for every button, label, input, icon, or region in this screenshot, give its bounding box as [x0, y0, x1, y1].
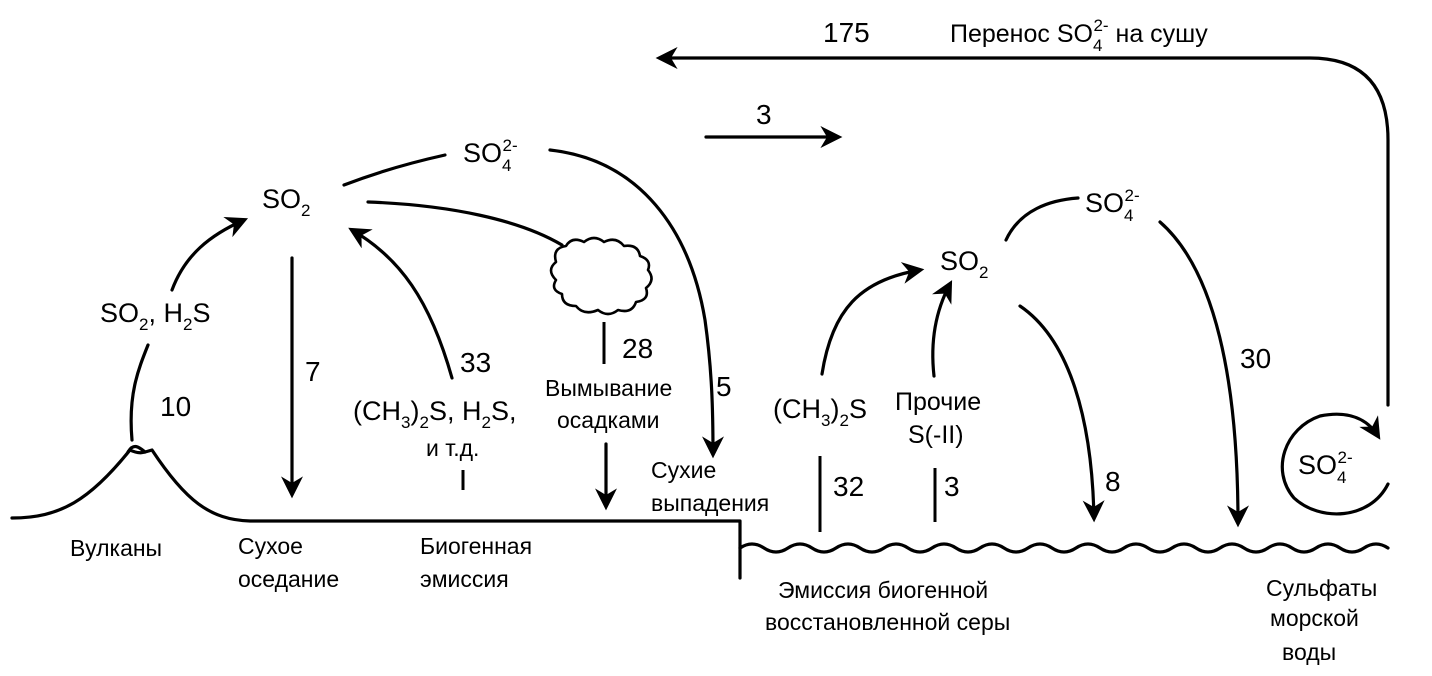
dry-settling-label-1: Сухое	[238, 533, 303, 559]
land-so2-to-cloud-line	[366, 200, 564, 247]
ocean-dms-value: 32	[833, 471, 864, 502]
seawater-label-3: воды	[1282, 639, 1336, 665]
ocean-other-label-2: S(-II)	[908, 421, 964, 449]
dry-settling-label-2: оседание	[238, 566, 339, 592]
volcano-crater	[126, 444, 147, 454]
volcanic-gases-label: SO2, H2S	[100, 298, 210, 334]
washout-label-1: Вымывание	[545, 375, 672, 401]
ocean-emission-label-1: Эмиссия биогенной	[778, 577, 988, 603]
land-so2-label: SO2	[262, 184, 310, 220]
ocean-other-value: 3	[944, 471, 960, 502]
washout-value: 28	[622, 333, 653, 364]
ocean-sulfate-deposition-arrow	[1158, 220, 1249, 528]
ocean-so2-deposition-arrow	[1018, 304, 1105, 523]
land-oxidation-line	[342, 153, 447, 187]
ocean-dms-label: (CH3)2S	[773, 394, 867, 430]
ocean-sulfate-value: 30	[1240, 343, 1271, 374]
ocean-so2-label: SO2	[940, 246, 988, 282]
seawater-so4-label: SO42-	[1298, 448, 1353, 487]
ocean-dms-arrow	[820, 262, 925, 376]
dry-fallout-label-2: выпадения	[651, 490, 769, 516]
washout-label-2: осадками	[557, 407, 660, 433]
land-biogenic-species: (CH3)2S, H2S,	[353, 396, 516, 432]
biogenic-value: 33	[460, 347, 491, 378]
biogenic-emission-label-2: эмиссия	[420, 566, 509, 592]
land-biogenic-etc: и т.д.	[426, 435, 479, 461]
ocean-other-arrow	[931, 280, 953, 378]
seawater-label-1: Сульфаты	[1266, 575, 1377, 601]
cloud-icon	[549, 236, 653, 316]
volcano-emission-arrow	[129, 220, 244, 442]
land-transport-arrow	[655, 47, 1390, 407]
volcanoes-label: Вулканы	[70, 535, 162, 561]
ocean-emission-label-2: восстановленной серы	[765, 609, 1010, 635]
dry-fallout-arrow	[548, 148, 724, 459]
ocean-other-label-1: Прочие	[895, 388, 981, 416]
ocean-deposition-value: 8	[1105, 466, 1121, 497]
biogenic-emission-arrow	[348, 227, 454, 380]
sea-surface-waves	[738, 542, 1390, 554]
volcano-value: 10	[160, 391, 191, 422]
seawater-label-2: морской	[1270, 605, 1359, 631]
dry-fallout-label-1: Сухие	[651, 457, 716, 483]
dry-settling-value: 7	[305, 356, 321, 387]
seawater-cycle-arrow	[1280, 412, 1390, 516]
ocean-oxidation-line	[1004, 196, 1080, 242]
biogenic-emission-label-1: Биогенная	[420, 533, 532, 559]
land-so4-label: SO42-	[463, 136, 518, 175]
ocean-flow-value: 3	[756, 99, 772, 130]
transport-value: 175	[823, 17, 870, 48]
dry-fallout-value: 5	[716, 371, 732, 402]
transport-label: Перенос SO42- на сушу	[950, 16, 1208, 55]
ocean-so4-label: SO42-	[1085, 186, 1140, 225]
